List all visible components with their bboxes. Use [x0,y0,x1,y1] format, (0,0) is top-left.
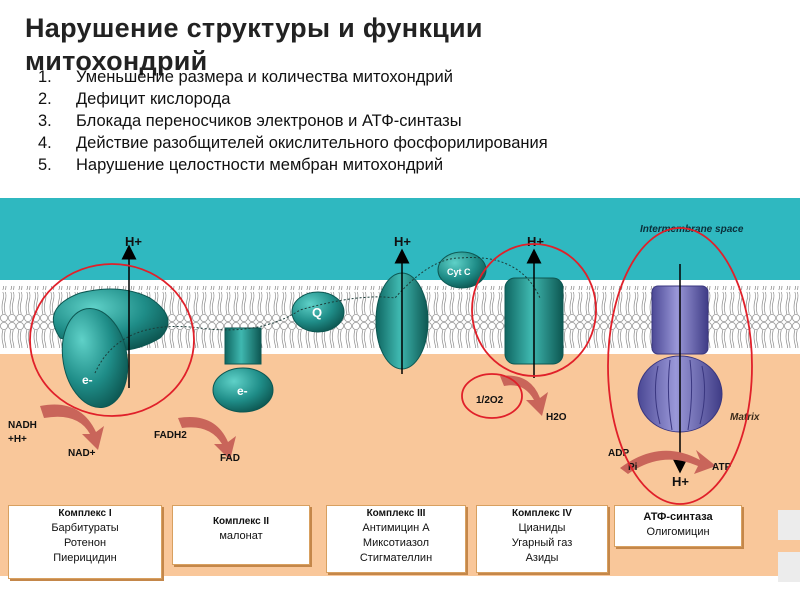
box-heading: АТФ-синтаза [643,511,713,523]
list-number: 1. [38,68,52,86]
hplus-label-1: H+ [125,234,142,249]
reaction-arrows [40,375,716,474]
inhibitor-box-complex-1: Комплекс I Барбитураты Ротенон Пиерициди… [8,505,162,579]
page-title: Нарушение структуры и функции митохондри… [25,13,483,76]
hplus-label-2: H+ [394,234,411,249]
e-label-1: e- [82,373,93,387]
e-label-2: e- [237,384,248,398]
inhibitor-box-complex-3: Комплекс III Антимицин А Миксотиазол Сти… [326,505,466,573]
box-line: Миксотиазол [362,537,430,549]
list-item: 5. Нарушение целостности мембран митохонд… [38,154,658,176]
list-text: Действие разобщителей окислительного фос… [76,134,548,152]
list-text: Уменьшение размера и количества митохонд… [76,68,453,86]
box-heading: Комплекс IV [512,508,572,519]
highlight-circles [29,227,753,505]
adp-label: ADP [608,448,629,459]
highlight-complex-1 [29,263,195,417]
complex-2: e- [212,327,274,413]
box-line: Ротенон [63,537,107,549]
decor-bar-top [778,510,800,540]
electron-transport-diagram: Intermembrane space Matrix e- e- Q Cyt C [0,198,800,600]
fad-label: FAD [220,453,240,464]
list-number: 4. [38,134,52,152]
highlight-oxygen [461,373,523,419]
list-item: 4. Действие разобщителей окислительного ф… [38,132,658,154]
list-text: Дефицит кислорода [76,90,231,108]
cytc-label: Cyt C [447,267,471,277]
cytochrome-c: Cyt C [437,251,487,289]
nad-label: NAD+ [68,448,96,459]
box-line: Азиды [525,552,559,564]
problem-list: 1. Уменьшение размера и количества митохо… [38,66,658,176]
box-line: Антимицин А [362,522,430,534]
inhibitor-box-complex-4: Комплекс IV Цианиды Угарный газ Азиды [476,505,608,573]
atp-label: ATP [712,462,732,473]
inhibitor-box-atp-synthase: АТФ-синтаза Олигомицин [614,505,742,547]
highlight-complex-4 [471,243,597,377]
box-line: Угарный газ [511,537,573,549]
complex-1: e- [52,288,169,409]
hplus-label-4: H+ [672,474,689,489]
nadh-label: NADH [8,420,37,431]
box-line: Цианиды [518,522,566,534]
list-text: Блокада переносчиков электронов и АТФ-си… [76,112,462,130]
h2o-label: H2O [546,412,567,423]
matrix-label: Matrix [730,412,760,423]
box-line: Пиерицидин [53,552,117,564]
box-line: малонат [219,530,263,542]
ubiquinone: Q [291,291,345,333]
list-item: 3. Блокада переносчиков электронов и АТФ-… [38,110,658,132]
list-number: 3. [38,112,52,130]
box-heading: Комплекс II [212,516,270,527]
box-line: Стигмателлин [359,552,433,564]
hplus-label-3: H+ [527,234,544,249]
list-item: 2. Дефицит кислорода [38,88,658,110]
half-o2-label: 1/2O2 [476,395,504,406]
box-line: Олигомицин [646,526,710,538]
inhibitor-box-complex-2: Комплекс II малонат [172,505,310,565]
bottom-margin [0,576,800,600]
fadh2-label: FADH2 [154,430,187,441]
box-line: Барбитураты [51,522,119,534]
nadh-h-label: +H+ [8,434,27,445]
electron-path [94,257,541,374]
list-text: Нарушение целостности мембран митохондри… [76,156,444,174]
box-heading: Комплекс I [58,508,112,519]
pi-label: Pi [628,462,638,473]
proton-arrows: H+ H+ H+ H+ [121,234,689,489]
list-item: 1. Уменьшение размера и количества митохо… [38,66,658,88]
list-number: 5. [38,156,52,174]
highlight-atp-synthase [607,227,753,505]
decor-bar-bottom [778,552,800,582]
box-heading: Комплекс III [366,508,426,519]
list-number: 2. [38,90,52,108]
q-label: Q [312,305,322,320]
